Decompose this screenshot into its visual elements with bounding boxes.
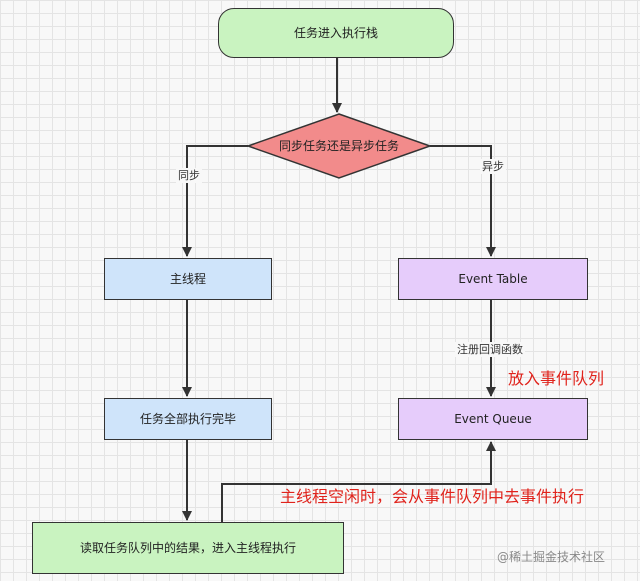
put-in-queue-annotation: 放入事件队列 <box>508 369 605 388</box>
edge-sync <box>182 145 248 257</box>
sync-done-node: 任务全部执行完毕 <box>104 398 272 440</box>
edge-async <box>430 145 496 257</box>
async-edge-label: 异步 <box>480 159 506 174</box>
start-node: 任务进入执行栈 <box>218 8 454 58</box>
main-thread-node: 主线程 <box>104 258 272 300</box>
decision-diamond <box>245 113 433 179</box>
event-queue-node: Event Queue <box>398 398 588 440</box>
decision-node-label: 同步任务还是异步任务 <box>278 138 399 153</box>
sync-edge-label: 同步 <box>176 168 202 183</box>
event-table-node: Event Table <box>398 258 588 300</box>
edge-read-to-queue <box>221 441 496 522</box>
watermark: @稀土掘金技术社区 <box>497 550 606 564</box>
register-callback-label: 注册回调函数 <box>455 342 525 357</box>
idle-fetch-annotation: 主线程空闲时，会从事件队列中去事件执行 <box>280 487 585 506</box>
read-queue-node: 读取任务队列中的结果，进入主线程执行 <box>32 522 344 574</box>
